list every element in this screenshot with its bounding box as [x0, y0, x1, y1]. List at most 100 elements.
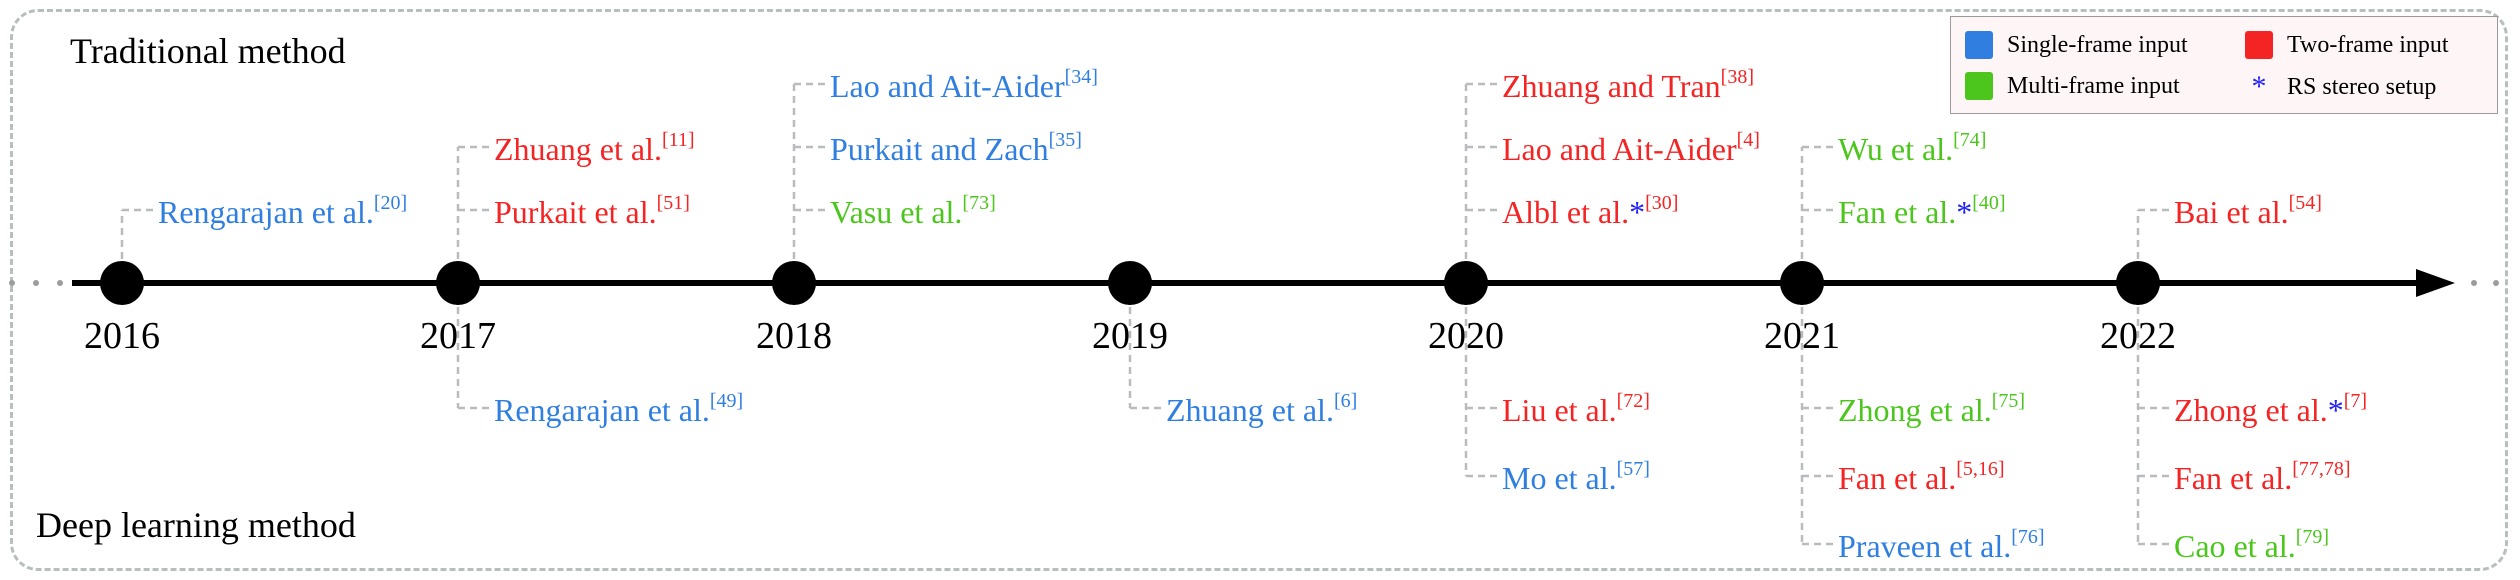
entry-authors: Rengarajan et al.	[158, 194, 374, 230]
entry-authors: Zhuang et al.	[494, 131, 662, 167]
entry-authors: Albl et al.	[1502, 194, 1630, 230]
traditional-entry: Purkait et al.[51]	[494, 193, 690, 228]
entry-authors: Purkait et al.	[494, 194, 657, 230]
entry-authors: Zhong et al.	[1838, 392, 1992, 428]
legend: Single-frame input Two-frame input Multi…	[1950, 16, 2498, 114]
axis-dot-left	[33, 280, 39, 286]
axis-arrow-icon	[2416, 269, 2455, 297]
entry-reference: [35]	[1048, 129, 1082, 151]
entry-authors: Fan et al.	[1838, 194, 1957, 230]
entry-authors: Zhong et al.	[2174, 392, 2328, 428]
entry-authors: Wu et al.	[1838, 131, 1954, 167]
entry-reference: [20]	[373, 192, 408, 214]
deep-learning-entry: Fan et al.[77,78]	[2174, 459, 2351, 494]
legend-item-multi: Multi-frame input	[1965, 72, 2180, 100]
entry-authors: Zhuang and Tran	[1502, 68, 1721, 104]
traditional-entry: Wu et al.[74]	[1838, 130, 1986, 165]
entry-reference: [57]	[1616, 458, 1650, 480]
entry-authors: Praveen et al.	[1838, 528, 2012, 564]
single-frame-swatch	[1965, 31, 1993, 59]
year-node-2018	[772, 261, 816, 305]
year-label-2020: 2020	[1428, 315, 1504, 357]
deep-learning-entry: Mo et al.[57]	[1502, 459, 1650, 494]
asterisk-icon: *	[2251, 70, 2267, 103]
entry-reference: [40]	[1972, 192, 2006, 214]
entry-authors: Vasu et al.	[830, 194, 963, 230]
dashed-border-frame	[10, 9, 2508, 571]
connector-lines	[120, 82, 2170, 546]
legend-item-single: Single-frame input	[1965, 31, 2188, 59]
legend-label-stereo: RS stereo setup	[2287, 73, 2437, 100]
entry-authors: Fan et al.	[2174, 460, 2293, 496]
entry-reference: [11]	[661, 129, 695, 151]
year-label-2021: 2021	[1764, 315, 1840, 357]
entry-authors: Cao et al.	[2174, 528, 2296, 564]
entry-authors: Rengarajan et al.	[494, 392, 710, 428]
deep-learning-entry: Fan et al.[5,16]	[1838, 459, 2005, 494]
entry-authors: Zhuang et al.	[1166, 392, 1334, 428]
entry-reference: [7]	[2343, 390, 2368, 412]
year-node-2022	[2116, 261, 2160, 305]
year-label-2016: 2016	[84, 315, 160, 357]
multi-frame-swatch	[1965, 72, 1993, 100]
year-node-2021	[1780, 261, 1824, 305]
year-label-2022: 2022	[2100, 315, 2176, 357]
year-node-2019	[1108, 261, 1152, 305]
deep-learning-entry: Praveen et al.[76]	[1838, 527, 2045, 562]
entry-authors: Bai et al.	[2174, 194, 2289, 230]
entry-authors: Fan et al.	[1838, 460, 1957, 496]
entry-reference: [51]	[656, 192, 690, 214]
stereo-asterisk-icon: *	[1956, 194, 1973, 230]
traditional-entry: Purkait and Zach[35]	[830, 130, 1082, 165]
traditional-entry: Lao and Ait-Aider[34]	[830, 67, 1098, 102]
entry-reference: [72]	[1616, 390, 1650, 412]
traditional-entry: Lao and Ait-Aider[4]	[1502, 130, 1760, 165]
year-node-2020	[1444, 261, 1488, 305]
traditional-entry: Zhuang et al.[11]	[494, 130, 695, 165]
traditional-entry: Vasu et al.[73]	[830, 193, 996, 228]
year-label-2018: 2018	[756, 315, 832, 357]
entry-reference: [5,16]	[1956, 458, 2005, 480]
stereo-asterisk-icon: *	[1629, 194, 1646, 230]
axis-dot-left	[9, 280, 15, 286]
entry-reference: [74]	[1953, 129, 1987, 151]
year-label-2017: 2017	[420, 315, 496, 357]
legend-label-two: Two-frame input	[2287, 31, 2449, 58]
entry-authors: Purkait and Zach	[830, 131, 1049, 167]
deep-learning-entry: Cao et al.[79]	[2174, 527, 2329, 562]
deep-learning-entry: Zhong et al.*[7]	[2174, 391, 2367, 426]
entry-reference: [54]	[2288, 192, 2322, 214]
traditional-entry: Bai et al.[54]	[2174, 193, 2322, 228]
year-label-2019: 2019	[1092, 315, 1168, 357]
deep-learning-entry: Rengarajan et al.[49]	[494, 391, 743, 426]
year-node-2016	[100, 261, 144, 305]
entry-reference: [38]	[1720, 66, 1754, 88]
deep-learning-entry: Zhong et al.[75]	[1838, 391, 2025, 426]
traditional-entry: Zhuang and Tran[38]	[1502, 67, 1754, 102]
entry-reference: [75]	[1991, 390, 2026, 412]
entry-authors: Mo et al.	[1502, 460, 1617, 496]
axis-dot-right	[2493, 280, 2499, 286]
axis-dot-left	[57, 280, 63, 286]
legend-label-single: Single-frame input	[2007, 31, 2188, 58]
legend-item-stereo: * RS stereo setup	[2245, 70, 2437, 103]
entry-reference: [77,78]	[2292, 458, 2351, 480]
traditional-method-label: Traditional method	[70, 31, 346, 71]
entry-authors: Lao and Ait-Aider	[1502, 131, 1737, 167]
entry-reference: [79]	[2295, 526, 2330, 548]
deep-learning-method-label: Deep learning method	[36, 505, 356, 545]
entry-authors: Liu et al.	[1502, 392, 1617, 428]
entry-reference: [4]	[1736, 129, 1760, 151]
year-nodes	[100, 261, 2160, 305]
traditional-entry: Albl et al.*[30]	[1502, 193, 1678, 228]
traditional-entry: Rengarajan et al.[20]	[158, 193, 407, 228]
axis-dot-right	[2471, 280, 2477, 286]
legend-label-multi: Multi-frame input	[2007, 72, 2180, 99]
entry-reference: [73]	[962, 192, 996, 214]
entry-reference: [6]	[1333, 390, 1358, 412]
year-node-2017	[436, 261, 480, 305]
deep-learning-entry: Liu et al.[72]	[1502, 391, 1650, 426]
stereo-asterisk-icon: *	[2327, 392, 2344, 428]
entry-reference: [30]	[1645, 192, 1679, 214]
